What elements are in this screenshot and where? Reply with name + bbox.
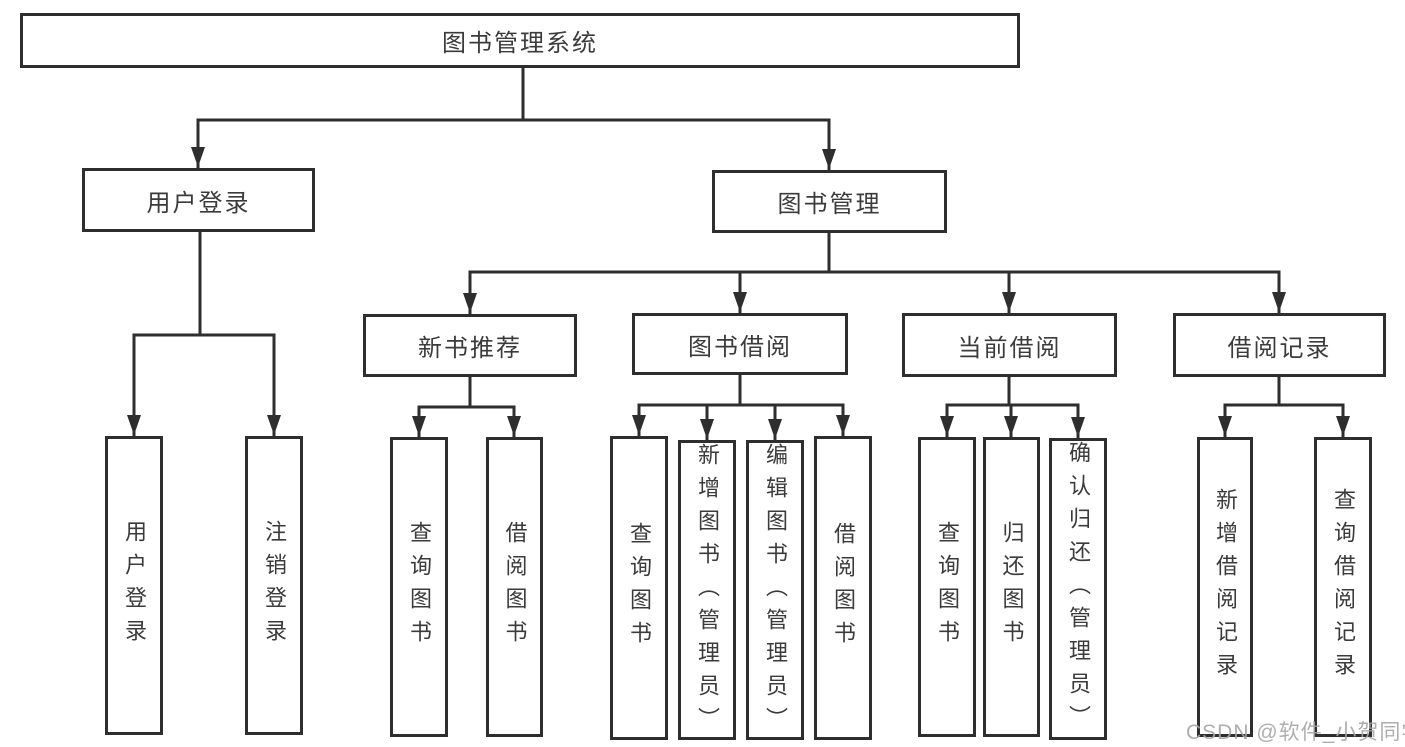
leaf-borrow-books: 借阅图书 [486, 437, 543, 737]
node-label: 确认归还（管理员） [1066, 441, 1091, 738]
node-label: 查询图书 [935, 521, 960, 653]
leaf-query-books: 查询图书 [918, 437, 976, 737]
node-label: 借阅图书 [502, 521, 528, 653]
node-label: 查询借阅记录 [1331, 488, 1356, 686]
node-label: 新增借阅记录 [1213, 488, 1238, 686]
node-book-management: 图书管理 [712, 170, 947, 233]
leaf-query-books: 查询图书 [390, 437, 448, 737]
node-current-borrowing: 当前借阅 [902, 313, 1117, 377]
node-borrowing-records: 借阅记录 [1173, 313, 1386, 377]
node-label: 查询图书 [627, 522, 652, 654]
node-book-borrowing: 图书借阅 [632, 313, 848, 375]
node-label: 图书借阅 [688, 333, 792, 361]
leaf-edit-books-admin: 编辑图书（管理员） [746, 440, 804, 740]
leaf-add-borrow-record: 新增借阅记录 [1197, 437, 1253, 737]
leaf-query-books: 查询图书 [610, 436, 668, 740]
node-label: 当前借阅 [957, 334, 1062, 362]
node-label: 编辑图书（管理员） [763, 443, 788, 740]
node-label: 归还图书 [999, 521, 1025, 653]
leaf-add-books-admin: 新增图书（管理员） [678, 440, 736, 740]
node-label: 借阅记录 [1227, 334, 1332, 362]
node-library-management-system: 图书管理系统 [20, 13, 1020, 68]
leaf-query-borrow-record: 查询借阅记录 [1314, 437, 1372, 737]
node-label: 用户登录 [146, 189, 251, 217]
node-label: 借阅图书 [831, 522, 856, 654]
leaf-logout: 注销登录 [245, 436, 303, 735]
leaf-confirm-return-admin: 确认归还（管理员） [1049, 438, 1107, 740]
node-label: 新增图书（管理员） [695, 443, 720, 740]
node-label: 图书管理系统 [442, 30, 598, 57]
node-label: 图书管理 [777, 191, 882, 218]
node-label: 新书推荐 [418, 335, 522, 362]
leaf-borrow-books: 借阅图书 [814, 436, 872, 740]
csdn-watermark: CSDN @软件_小贺同学 [1186, 721, 1405, 744]
node-label: 用户登录 [122, 519, 147, 652]
leaf-return-books: 归还图书 [983, 437, 1040, 737]
node-label: 注销登录 [262, 519, 287, 652]
node-new-book-recommendation: 新书推荐 [363, 314, 577, 377]
leaf-user-login: 用户登录 [105, 436, 163, 735]
node-label: 查询图书 [407, 521, 432, 653]
node-user-login: 用户登录 [82, 168, 315, 232]
